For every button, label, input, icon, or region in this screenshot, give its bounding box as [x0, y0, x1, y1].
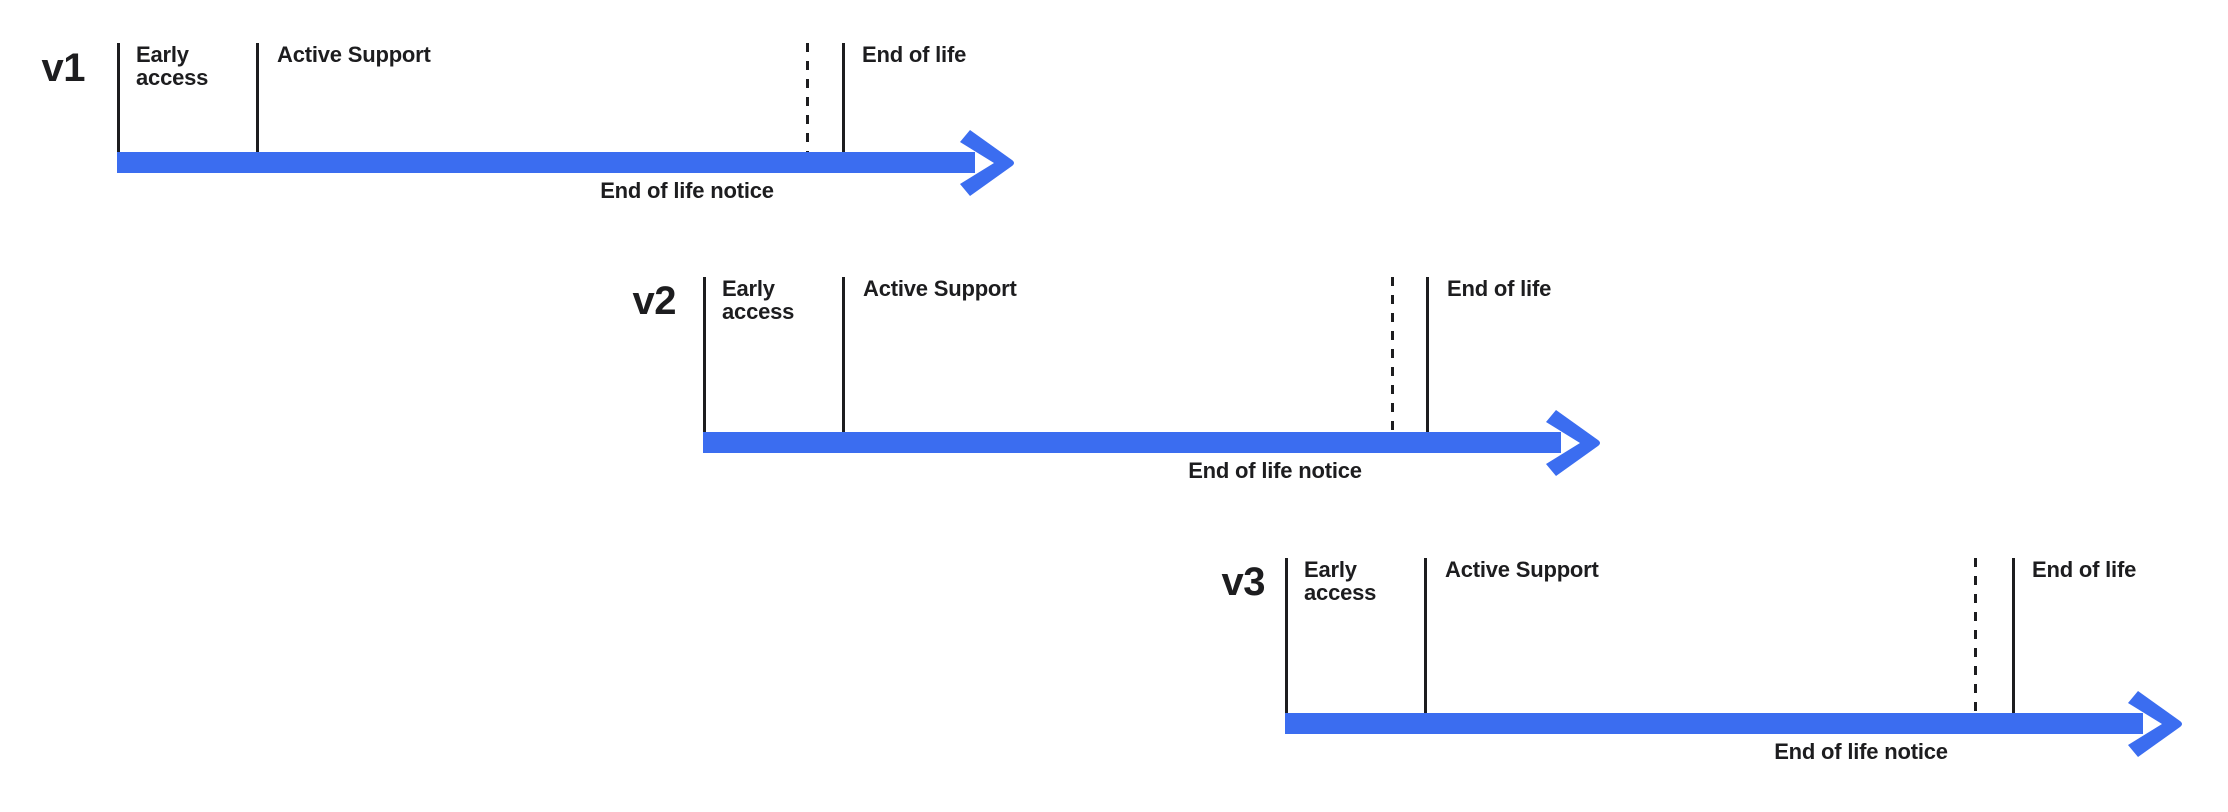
- phase-divider-v2-end-of-life-start: [1426, 277, 1429, 432]
- version-label-v1: v1: [41, 46, 86, 90]
- end-of-life-notice-marker-v2: [1391, 277, 1394, 432]
- phase-label-v1-end-of-life: End of life: [862, 42, 967, 67]
- phase-divider-v2-active-support-start: [842, 277, 845, 432]
- timeline-arrow-shaft-v3: [1285, 713, 2143, 734]
- timeline-arrow-head-v2: [1546, 410, 1600, 476]
- phase-label-v2-early-access: Early access: [722, 276, 795, 325]
- phase-label-v1-active-support: Active Support: [277, 42, 431, 67]
- timeline-arrow-shaft-v2: [703, 432, 1561, 453]
- version-label-v3: v3: [1221, 560, 1266, 604]
- notice-label-v1: End of life notice: [600, 178, 774, 203]
- notice-label-v2: End of life notice: [1188, 458, 1362, 483]
- phase-label-v3-active-support: Active Support: [1445, 557, 1599, 582]
- phase-divider-v3-end-of-life-start: [2012, 558, 2015, 713]
- phase-divider-v2-early-access-start: [703, 277, 706, 432]
- timeline-arrow-head-v3: [2128, 691, 2182, 757]
- timeline-arrow-head-v1: [960, 130, 1014, 196]
- phase-label-v3-early-access: Early access: [1304, 557, 1377, 606]
- end-of-life-notice-marker-v3: [1974, 558, 1977, 713]
- phase-divider-v3-early-access-start: [1285, 558, 1288, 713]
- phase-label-v1-early-access: Early access: [136, 42, 209, 91]
- phase-divider-v1-early-access-start: [117, 43, 120, 152]
- version-label-v2: v2: [632, 279, 677, 323]
- end-of-life-notice-marker-v1: [806, 43, 809, 152]
- phase-divider-v1-active-support-start: [256, 43, 259, 152]
- phase-divider-v1-end-of-life-start: [842, 43, 845, 152]
- phase-label-v3-end-of-life: End of life: [2032, 557, 2137, 582]
- phase-label-v2-end-of-life: End of life: [1447, 276, 1552, 301]
- phase-divider-v3-active-support-start: [1424, 558, 1427, 713]
- phase-label-v2-active-support: Active Support: [863, 276, 1017, 301]
- timeline-arrow-shaft-v1: [117, 152, 975, 173]
- notice-label-v3: End of life notice: [1774, 739, 1948, 764]
